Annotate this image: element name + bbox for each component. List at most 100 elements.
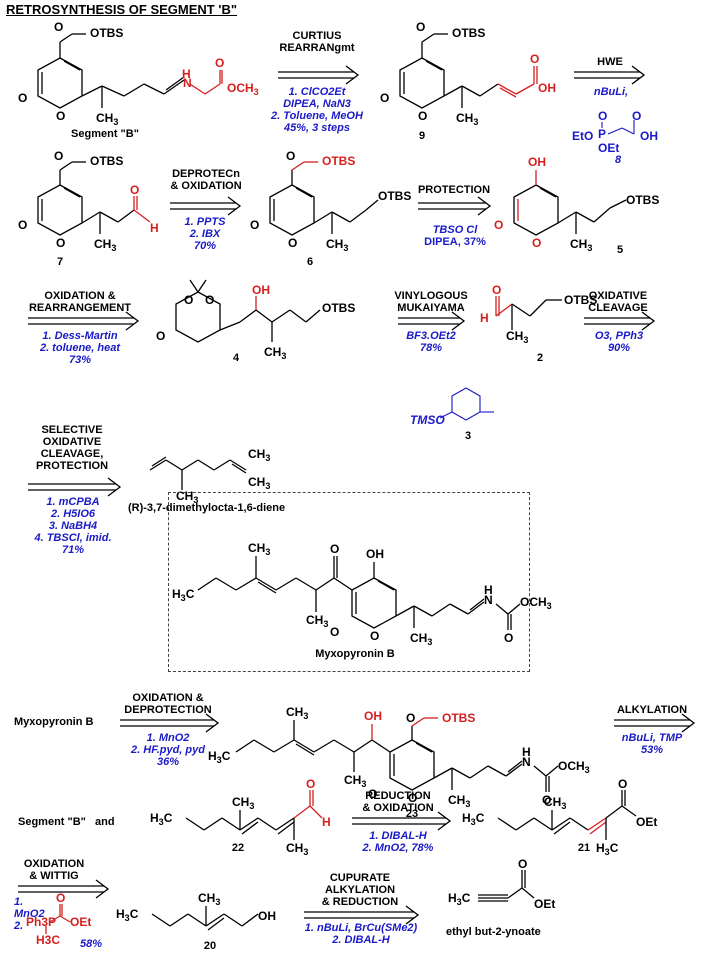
svg-text:O: O xyxy=(416,20,425,34)
svg-text:CH3: CH3 xyxy=(570,237,592,253)
compound-9-label: 9 xyxy=(418,130,426,142)
svg-text:O: O xyxy=(408,791,417,805)
step2-header: HWE xyxy=(597,56,623,68)
svg-text:CH3: CH3 xyxy=(286,705,308,721)
svg-text:OTBS: OTBS xyxy=(452,26,485,40)
compound-23-label: 23 xyxy=(405,808,419,820)
svg-text:O: O xyxy=(418,109,427,123)
svg-text:O: O xyxy=(494,218,503,232)
svg-text:CH3: CH3 xyxy=(544,795,566,811)
svg-text:H: H xyxy=(480,311,489,325)
svg-text:N: N xyxy=(522,755,531,769)
svg-text:O: O xyxy=(518,857,527,871)
svg-text:O: O xyxy=(618,777,627,791)
svg-text:O: O xyxy=(380,91,389,105)
svg-text:O: O xyxy=(56,236,65,250)
svg-text:O: O xyxy=(368,787,377,801)
svg-text:OTBS: OTBS xyxy=(564,293,597,307)
compound-21-structure xyxy=(497,790,637,840)
svg-text:CH3: CH3 xyxy=(448,793,470,809)
svg-text:O: O xyxy=(330,625,339,639)
compound-7-label: 7 xyxy=(56,256,64,268)
segment-b-structure xyxy=(37,33,223,109)
diene-structure xyxy=(149,456,247,490)
svg-text:O: O xyxy=(130,183,139,197)
svg-text:H: H xyxy=(150,221,159,235)
wittig-reagent-structure: Ph3P O OEt H3C xyxy=(26,891,91,947)
svg-text:OEt: OEt xyxy=(636,815,657,829)
reagent-8-label: 8 xyxy=(614,154,622,166)
step4-conditions: TBSO Cl DIPEA, 37% xyxy=(424,224,486,248)
svg-text:CH3: CH3 xyxy=(286,841,308,857)
svg-text:H: H xyxy=(182,67,191,81)
svg-text:CH3: CH3 xyxy=(248,447,270,463)
svg-text:H3C: H3C xyxy=(36,933,60,947)
step4-header: PROTECTION xyxy=(417,184,491,196)
segment-b-label: Segment "B" xyxy=(71,128,139,140)
svg-text:H3C: H3C xyxy=(448,891,471,907)
svg-text:CH3: CH3 xyxy=(248,475,270,491)
svg-text:H3C: H3C xyxy=(150,811,173,827)
compound-3-label: 3 xyxy=(464,430,472,442)
svg-text:O: O xyxy=(205,293,214,307)
svg-text:O: O xyxy=(504,631,513,645)
svg-text:OEt: OEt xyxy=(70,915,91,929)
step13-conditions: 1. nBuLi, BrCu(SMe2)2. DIBAL-H xyxy=(304,922,418,946)
svg-text:CH3: CH3 xyxy=(344,773,366,789)
compound-20-label: 20 xyxy=(203,940,217,952)
svg-text:O: O xyxy=(215,56,224,70)
step12-yield: 58% xyxy=(79,938,103,950)
svg-text:H: H xyxy=(522,745,531,759)
compound-5-structure xyxy=(513,170,627,236)
arrows xyxy=(18,65,696,925)
svg-text:CH3: CH3 xyxy=(306,613,328,629)
compound-20-structure xyxy=(151,906,259,931)
svg-text:O: O xyxy=(406,711,415,725)
svg-text:O: O xyxy=(532,236,541,250)
compound-2-label: 2 xyxy=(536,352,544,364)
svg-text:OH: OH xyxy=(364,709,382,723)
compound-5-label: 5 xyxy=(616,244,624,256)
step10-header: ALKYLATION xyxy=(616,704,688,716)
svg-text:OEt: OEt xyxy=(598,141,619,155)
svg-text:O: O xyxy=(492,283,501,297)
svg-text:CH3: CH3 xyxy=(96,111,118,127)
svg-text:O: O xyxy=(286,149,295,163)
svg-text:CH3: CH3 xyxy=(326,237,348,253)
svg-text:O: O xyxy=(370,629,379,643)
compound-2-structure xyxy=(495,296,562,330)
step2-conditions: nBuLi, xyxy=(593,86,629,98)
svg-text:O: O xyxy=(530,52,539,66)
compound-3-structure xyxy=(439,387,494,421)
svg-text:H: H xyxy=(322,815,331,829)
svg-text:O: O xyxy=(330,542,339,556)
myxopyronin-start-label: Myxopyronin B xyxy=(14,716,94,728)
svg-text:OCH3: OCH3 xyxy=(558,759,590,775)
compound-6-label: 6 xyxy=(306,256,314,268)
svg-text:O: O xyxy=(288,236,297,250)
svg-text:H3C: H3C xyxy=(116,907,139,923)
svg-text:O: O xyxy=(18,218,27,232)
step3-header: DEPROTECn& OXIDATION xyxy=(170,168,242,192)
svg-text:OTBS: OTBS xyxy=(442,711,475,725)
svg-text:O: O xyxy=(56,109,65,123)
svg-text:CH3: CH3 xyxy=(232,795,254,811)
compound-9-structure xyxy=(399,33,538,109)
ester-label: ethyl but-2-ynoate xyxy=(446,926,541,938)
svg-text:H: H xyxy=(484,583,493,597)
svg-text:OCH3: OCH3 xyxy=(520,595,552,611)
svg-text:OEt: OEt xyxy=(534,897,555,911)
svg-text:OH: OH xyxy=(640,129,658,143)
svg-text:CH3: CH3 xyxy=(176,489,198,505)
svg-text:OH: OH xyxy=(258,909,276,923)
myxopyronin-label: Myxopyronin B xyxy=(315,648,395,660)
svg-text:CH3: CH3 xyxy=(456,111,478,127)
